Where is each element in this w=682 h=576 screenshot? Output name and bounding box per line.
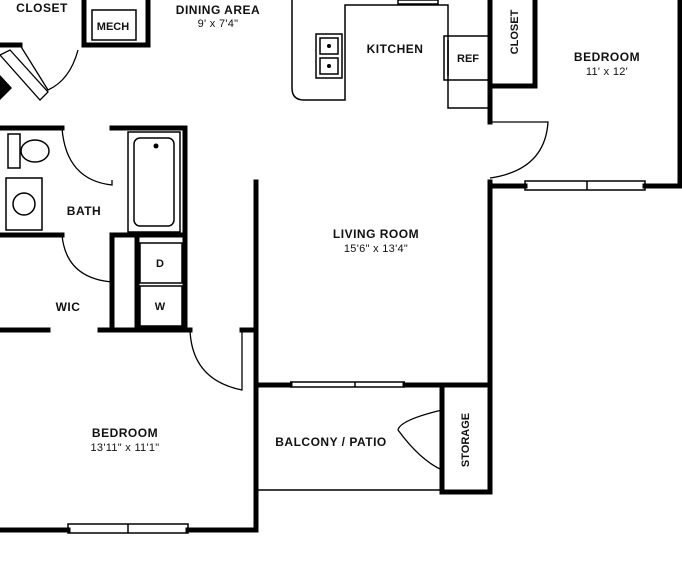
dining-area-label: DINING AREA	[176, 3, 260, 17]
closet-right-label: CLOSET	[509, 9, 521, 54]
bedroom-left-size: 13'11" x 11'1"	[90, 442, 159, 454]
closet-top-label: CLOSET	[16, 1, 68, 15]
bedroom-right-size: 11' x 12'	[586, 66, 628, 78]
living-room-label: LIVING ROOM	[333, 227, 419, 241]
ref-label: REF	[457, 53, 479, 65]
balcony-patio-label: BALCONY / PATIO	[275, 435, 387, 449]
fixtures	[5, 0, 646, 534]
bath-label: BATH	[67, 204, 101, 218]
dining-area-size: 9' x 7'4"	[198, 18, 239, 30]
bedroom-left-label: BEDROOM	[92, 426, 158, 440]
doors	[0, 44, 549, 471]
washer-label: W	[155, 301, 166, 313]
kitchen-label: KITCHEN	[367, 42, 424, 56]
bedroom-right-label: BEDROOM	[574, 50, 640, 64]
dryer-label: D	[156, 258, 164, 270]
mech-label: MECH	[97, 21, 129, 33]
living-room-size: 15'6" x 13'4"	[344, 243, 408, 255]
labels: CLOSET MECH DINING AREA 9' x 7'4" KITCHE…	[16, 1, 640, 467]
storage-label: STORAGE	[460, 413, 472, 467]
wic-label: WIC	[56, 300, 81, 314]
